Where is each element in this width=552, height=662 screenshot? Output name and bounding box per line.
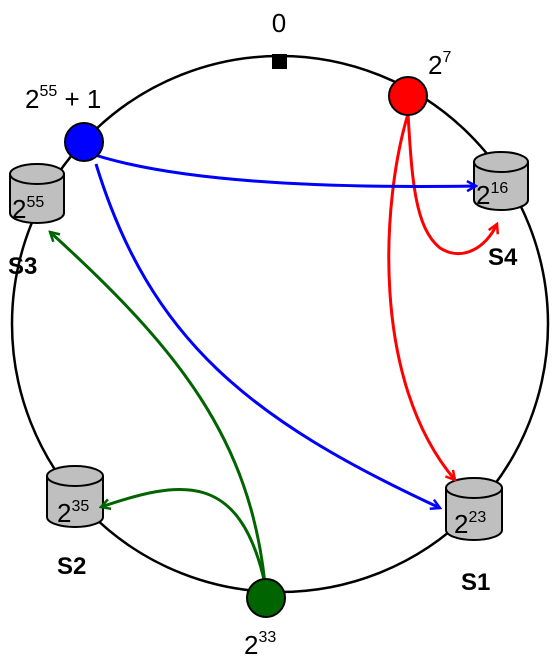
- server-s2: 235: [46, 465, 104, 528]
- server-s1: 223: [445, 477, 503, 541]
- server-s4: 216: [473, 151, 529, 211]
- green-node: [246, 578, 286, 618]
- server-s3: 255: [9, 163, 65, 224]
- red-arrow-to-s1: [387, 113, 455, 480]
- zero-label: 0: [272, 8, 286, 38]
- green-arrow-to-s3: [50, 232, 267, 585]
- red-arrow-to-s4: [406, 113, 497, 255]
- green-arrow-to-s2: [101, 487, 267, 585]
- server-s4-hash: 216: [476, 180, 508, 210]
- blue-arrow-to-s4: [85, 150, 476, 186]
- server-s2-name: S2: [57, 553, 86, 580]
- blue-node: [64, 122, 104, 162]
- blue-arrow-to-s1: [94, 163, 440, 508]
- server-s1-hash: 223: [454, 509, 486, 539]
- server-s3-hash: 255: [12, 194, 44, 224]
- red-node-label: 27: [428, 49, 451, 80]
- server-s2-hash: 235: [57, 498, 89, 528]
- red-node: [388, 76, 428, 116]
- zero-marker: [272, 54, 287, 69]
- server-s1-name: S1: [461, 569, 490, 596]
- green-node-label: 233: [244, 629, 276, 660]
- server-s4-name: S4: [488, 244, 518, 271]
- blue-node-label: 255 + 1: [25, 83, 101, 114]
- server-s3-name: S3: [8, 253, 37, 280]
